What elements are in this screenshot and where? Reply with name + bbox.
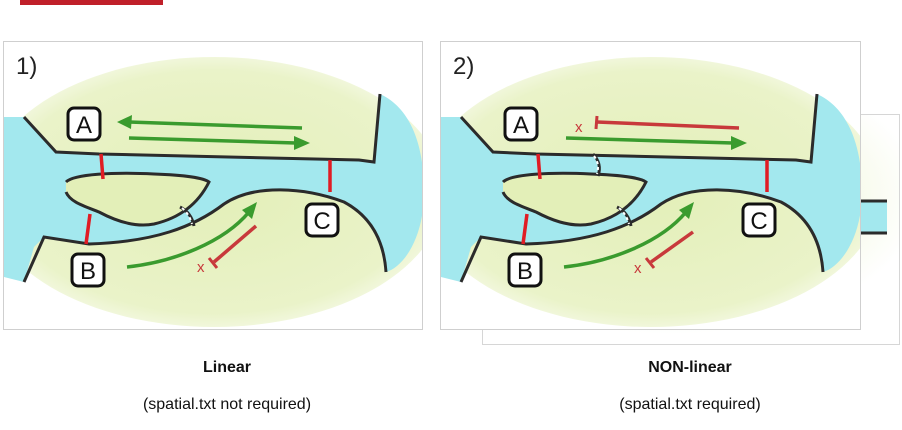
caption-title-nonlinear: NON-linear (648, 359, 732, 376)
site-label-b: B (80, 258, 96, 285)
blocked-arrow (649, 230, 695, 264)
site-label-c: C (313, 208, 330, 235)
accent-bar (20, 0, 163, 5)
blocked-arrow-top (596, 120, 740, 130)
blocked-x-mark: x (634, 260, 642, 277)
barrier-b (521, 213, 529, 245)
arrow-upstream-head (679, 202, 694, 219)
caption-sub-nonlinear: (spatial.txt required) (619, 396, 761, 413)
river-diagram-nonlinear: x x A B C 2) (441, 53, 860, 327)
water-body (441, 94, 860, 282)
panel-number: 1) (16, 53, 37, 80)
arrow-right-head (294, 136, 310, 150)
water-body (4, 94, 422, 282)
barrier-b (84, 213, 92, 245)
caption-sub-linear: (spatial.txt not required) (142, 396, 312, 413)
barrier-a (99, 153, 105, 180)
barrier-a (536, 153, 542, 180)
site-label-b: B (517, 258, 533, 285)
site-label-c: C (750, 208, 767, 235)
blocked-x-mark: x (197, 259, 205, 276)
arrow-upstream-head (242, 202, 257, 219)
panel-number: 2) (453, 53, 474, 80)
panel-nonlinear: x x A B C 2) (440, 41, 861, 330)
caption-title-linear: Linear (202, 359, 251, 376)
panel-linear: x A B C 1) (3, 41, 423, 330)
site-label-a: A (76, 112, 92, 139)
river-diagram-linear: x A B C 1) (4, 53, 422, 327)
arrow-right-head (731, 136, 747, 150)
blocked-arrow (212, 224, 258, 264)
site-label-a: A (513, 112, 529, 139)
blocked-x-mark-top: x (575, 119, 583, 136)
arrow-left-head (117, 115, 132, 129)
